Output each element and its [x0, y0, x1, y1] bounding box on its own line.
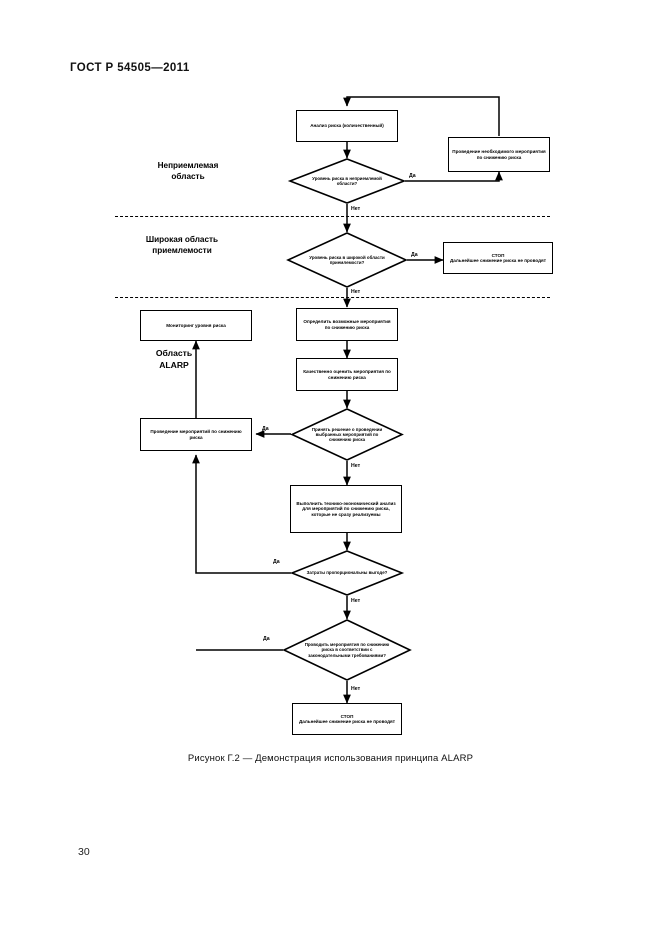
- region-label-broadly-acceptable: Широкая область приемлемости: [112, 234, 252, 256]
- region-label-unacceptable-line1: Неприемлемая: [157, 161, 219, 170]
- node-cost-proportional-decision-label: Затраты пропорциональны выгоде?: [306, 570, 388, 576]
- node-stop-lower[interactable]: СТОП Дальнейшее снижение риска не провод…: [292, 703, 402, 735]
- edge-label-yes-cost: Да: [273, 559, 280, 565]
- region-label-alarp-line1: Область: [155, 348, 193, 358]
- alarp-flowchart: Неприемлемая область Широкая область при…: [112, 96, 553, 735]
- node-stop-lower-text: Дальнейшее снижение риска не проводят: [299, 719, 395, 724]
- node-unacceptable-decision[interactable]: Уровень риска в неприемлемой области?: [287, 158, 407, 204]
- diamond-shape: [287, 158, 407, 204]
- node-risk-analysis[interactable]: Анализ риска (количественный): [296, 110, 398, 142]
- page-number: 30: [78, 846, 90, 858]
- figure-caption: Рисунок Г.2 — Демонстрация использования…: [187, 753, 474, 764]
- node-stop-upper-text: Дальнейшее снижение риска не проводят: [450, 258, 546, 263]
- node-cost-proportional-decision[interactable]: Затраты пропорциональны выгоде?: [289, 550, 405, 596]
- node-stop-upper-title: СТОП: [491, 252, 505, 258]
- node-cost-benefit-analysis[interactable]: Выполнить технико-экономический анализ д…: [290, 485, 402, 533]
- node-legal-requirements-decision[interactable]: Проводить мероприятия по снижению риска …: [282, 619, 412, 681]
- document-header: ГОСТ Р 54505—2011: [70, 62, 190, 74]
- region-label-broadly-line1: Широкая область: [145, 235, 219, 244]
- node-broadly-acceptable-decision-label: Уровень риска в широкой области приемлем…: [309, 254, 385, 265]
- region-label-alarp: Область ALARP: [126, 348, 222, 371]
- region-label-broadly-line2: приемлемости: [152, 246, 212, 256]
- node-stop-upper[interactable]: СТОП Дальнейшее снижение риска не провод…: [443, 242, 553, 274]
- node-legal-requirements-decision-label: Проводить мероприятия по снижению риска …: [304, 642, 390, 658]
- edge-label-no-implement: Нет: [351, 463, 361, 469]
- diamond-shape: [290, 408, 404, 461]
- edge-label-no-cost: Нет: [351, 598, 361, 604]
- edge-label-yes-unacceptable: Да: [409, 173, 416, 179]
- node-decision-implement-label: Принять решение о проведении выбранных м…: [311, 426, 383, 443]
- node-qualitative-assessment[interactable]: Качественно оценить мероприятия по сниже…: [296, 358, 398, 391]
- separator-unacceptable-alarp: [115, 216, 550, 217]
- node-unacceptable-decision-label: Уровень риска в неприемлемой области?: [312, 175, 382, 186]
- node-monitoring[interactable]: Мониторинг уровня риска: [140, 310, 252, 341]
- region-label-unacceptable: Неприемлемая область: [128, 160, 248, 182]
- diamond-shape: [282, 619, 412, 681]
- edge-label-yes-legal: Да: [263, 636, 270, 642]
- node-identify-measures[interactable]: Определить возможные мероприятия по сниж…: [296, 308, 398, 341]
- node-broadly-acceptable-decision[interactable]: Уровень риска в широкой области приемлем…: [286, 232, 408, 288]
- node-risk-reduction-measure[interactable]: Проведение необходимого мероприятия по с…: [448, 137, 550, 172]
- edge-label-yes-broadly: Да: [411, 252, 418, 258]
- edge-label-no-broadly: Нет: [351, 289, 361, 295]
- separator-alarp-broadly: [115, 297, 550, 298]
- region-label-alarp-line2: ALARP: [159, 359, 189, 370]
- node-decision-implement[interactable]: Принять решение о проведении выбранных м…: [290, 408, 404, 461]
- edge-label-no-unacceptable: Нет: [351, 206, 361, 212]
- diamond-shape: [286, 232, 408, 288]
- node-stop-lower-title: СТОП: [340, 713, 354, 719]
- edge-label-yes-implement: Да: [262, 426, 269, 432]
- edge-label-no-legal: Нет: [351, 686, 361, 692]
- diamond-shape: [289, 550, 405, 596]
- node-implement-measures[interactable]: Проведение мероприятий по снижению риска: [140, 418, 252, 451]
- region-label-unacceptable-line2: область: [171, 172, 205, 182]
